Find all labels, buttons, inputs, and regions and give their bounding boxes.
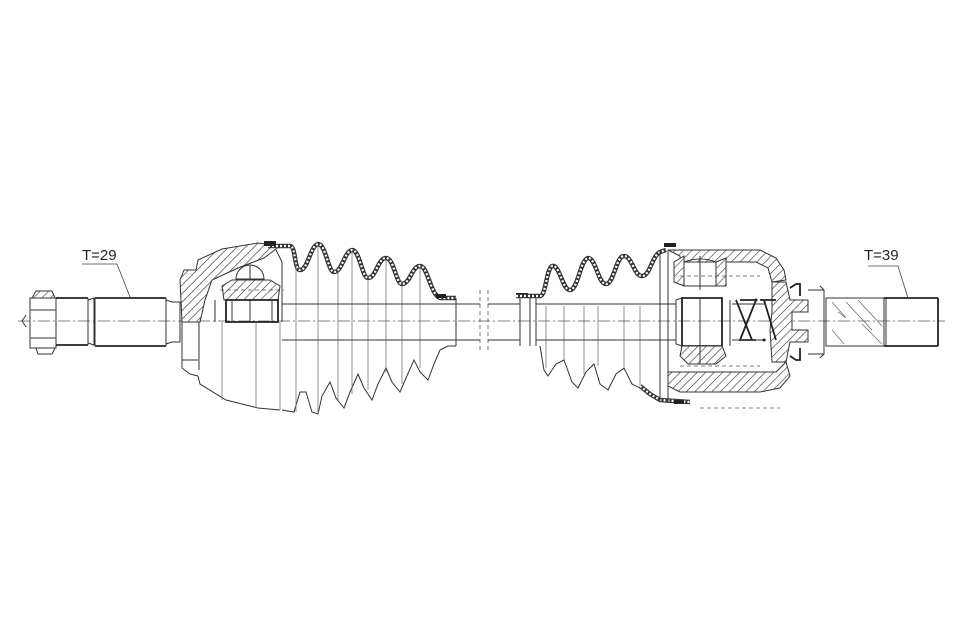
outer-boot bbox=[264, 241, 456, 415]
inner-tripod-joint bbox=[659, 243, 809, 409]
boot-clamp-outer-small bbox=[436, 294, 446, 298]
label-t39-text: T=39 bbox=[864, 247, 899, 264]
label-t29: T=29 bbox=[82, 247, 131, 298]
left-spline-shaft bbox=[87, 297, 181, 347]
boot-clamp-outer-large bbox=[264, 241, 276, 246]
boot-clamp-inner-lower bbox=[674, 400, 684, 404]
outer-cv-joint bbox=[179, 242, 284, 411]
right-spline-stub bbox=[808, 285, 939, 359]
main-shaft bbox=[282, 290, 520, 352]
label-t29-text: T=29 bbox=[82, 247, 117, 264]
inner-boot bbox=[516, 247, 691, 405]
boot-clamp-inner-large bbox=[664, 243, 676, 247]
left-thread-stub bbox=[56, 297, 89, 346]
left-hub-nut bbox=[21, 290, 57, 355]
label-t39: T=39 bbox=[864, 247, 909, 299]
